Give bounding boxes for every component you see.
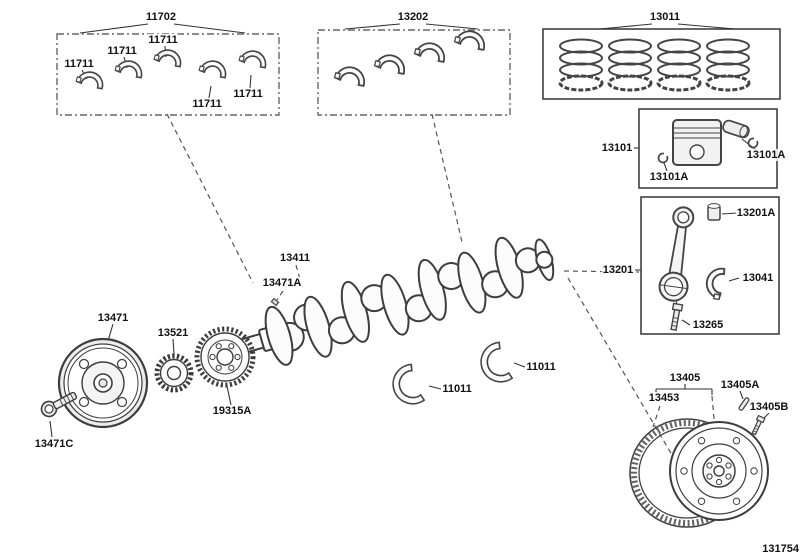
rod-bearing-shells — [333, 26, 489, 88]
callout-piston-pin-ring-1: 13101A — [745, 148, 787, 162]
callout-rod-bush: 13201A — [735, 206, 777, 220]
piston-ring-sets — [558, 38, 751, 92]
callout-flywheel-pin: 13405A — [719, 378, 761, 392]
connecting-rod-drawing — [658, 203, 726, 332]
piston-drawing — [657, 119, 759, 166]
callout-thrust-washer-2: 11011 — [525, 360, 557, 374]
callout-piston-pin-ring-2: 13101A — [648, 170, 690, 184]
callout-sensor-plate: 19315A — [211, 404, 253, 418]
callout-crank-key: 13471A — [261, 276, 303, 290]
figure-code: 131754 — [762, 543, 799, 555]
callout-rod-bolt: 13265 — [691, 318, 725, 332]
callout-flywheel-assembly: 13405 — [668, 371, 702, 385]
callout-rod-bearing-set: 13202 — [396, 10, 430, 24]
rod-bearing-group-box — [317, 29, 511, 116]
callout-timing-gear: 13521 — [156, 326, 190, 340]
callout-bearing-2: 11711 — [106, 44, 138, 58]
callout-ring-gear: 13453 — [647, 391, 681, 405]
drive-plate-drawing — [669, 421, 769, 521]
crank-key-drawing — [270, 297, 280, 307]
flywheel-bolt-drawing — [751, 414, 766, 436]
pulley-bolt-drawing — [40, 391, 78, 418]
connecting-rod-group-box — [640, 196, 780, 335]
callout-rod: 13201 — [601, 263, 635, 277]
callout-bearing-3: 11711 — [147, 33, 179, 47]
callout-flywheel-bolt: 13405B — [748, 400, 790, 414]
piston-ring-group-box — [542, 28, 781, 100]
callout-bearing-1: 11711 — [63, 57, 95, 71]
callout-rod-bearing: 13041 — [741, 271, 775, 285]
callout-ring-set: 13011 — [649, 10, 681, 24]
sensor-plate-drawing — [194, 326, 256, 388]
flywheel-pin-drawing — [738, 397, 750, 411]
crankshaft-drawing — [236, 236, 555, 366]
callout-crankshaft: 13411 — [279, 251, 311, 265]
pulley-drawing — [57, 337, 149, 429]
callout-piston: 13101 — [600, 141, 634, 155]
snap-ring-left — [657, 152, 669, 164]
snap-ring-right — [747, 137, 759, 149]
callout-bearing-set: 11702 — [145, 10, 177, 24]
timing-gear-drawing — [154, 353, 194, 393]
callout-pulley: 13471 — [96, 311, 130, 325]
main-bearing-shells — [75, 45, 270, 90]
thrust-washers — [386, 340, 514, 411]
callout-bearing-5: 11711 — [232, 87, 264, 101]
callout-pulley-bolt: 13471C — [33, 437, 75, 451]
callout-thrust-washer-1: 11011 — [441, 382, 473, 396]
callout-bearing-4: 11711 — [191, 97, 223, 111]
